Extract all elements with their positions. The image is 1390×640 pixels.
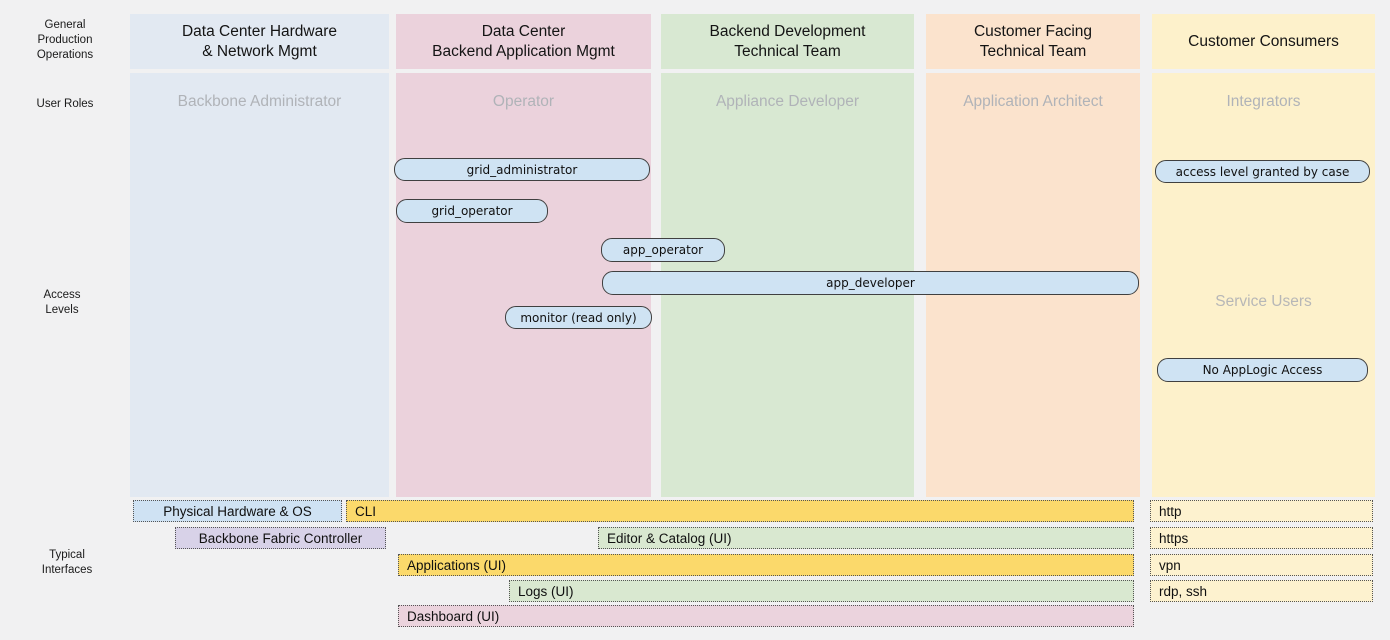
access-pill-app-operator: app_operator bbox=[601, 238, 725, 262]
access-pill-granted-by-case: access level granted by case bbox=[1155, 160, 1370, 183]
user-role-integrators: Integrators bbox=[1152, 93, 1375, 111]
user-role-operator: Operator bbox=[396, 93, 651, 111]
user-role-backbone-administrator: Backbone Administrator bbox=[130, 93, 389, 111]
interface-bar-applications-ui: Applications (UI) bbox=[398, 554, 1134, 576]
access-pill-grid-operator: grid_operator bbox=[396, 199, 548, 223]
interface-bar-vpn: vpn bbox=[1150, 554, 1373, 576]
column-header-backend-dev-team: Backend Development Technical Team bbox=[661, 14, 914, 69]
user-role-application-architect: Application Architect bbox=[926, 93, 1140, 111]
column-body-dc-hardware-network: Backbone Administrator bbox=[130, 73, 389, 497]
access-pill-no-applogic-access: No AppLogic Access bbox=[1157, 358, 1368, 382]
column-header-customer-consumers: Customer Consumers bbox=[1152, 14, 1375, 69]
interface-bar-editor-catalog-ui: Editor & Catalog (UI) bbox=[598, 527, 1134, 549]
access-pill-app-developer: app_developer bbox=[602, 271, 1139, 295]
row-label-general-production-operations: General Production Operations bbox=[10, 18, 120, 63]
row-label-access-levels: Access Levels bbox=[7, 288, 117, 318]
column-header-customer-facing-team: Customer Facing Technical Team bbox=[926, 14, 1140, 69]
interface-bar-dashboard-ui: Dashboard (UI) bbox=[398, 605, 1134, 627]
interface-bar-https: https bbox=[1150, 527, 1373, 549]
interface-bar-logs-ui: Logs (UI) bbox=[509, 580, 1134, 602]
interface-bar-http: http bbox=[1150, 500, 1373, 522]
interface-bar-physical-hardware-os: Physical Hardware & OS bbox=[133, 500, 342, 522]
interface-bar-rdp-ssh: rdp, ssh bbox=[1150, 580, 1373, 602]
row-label-user-roles: User Roles bbox=[10, 97, 120, 112]
access-pill-grid-administrator: grid_administrator bbox=[394, 158, 650, 181]
interface-bar-backbone-fabric-controller: Backbone Fabric Controller bbox=[175, 527, 386, 549]
user-role-service-users: Service Users bbox=[1152, 293, 1375, 311]
user-role-appliance-developer: Appliance Developer bbox=[661, 93, 914, 111]
access-pill-monitor-read-only: monitor (read only) bbox=[505, 306, 652, 329]
column-body-customer-consumers: Integrators bbox=[1152, 73, 1375, 497]
row-label-typical-interfaces: Typical Interfaces bbox=[12, 548, 122, 578]
interface-bar-cli: CLI bbox=[346, 500, 1134, 522]
column-header-dc-hardware-network: Data Center Hardware & Network Mgmt bbox=[130, 14, 389, 69]
column-header-dc-backend-app: Data Center Backend Application Mgmt bbox=[396, 14, 651, 69]
